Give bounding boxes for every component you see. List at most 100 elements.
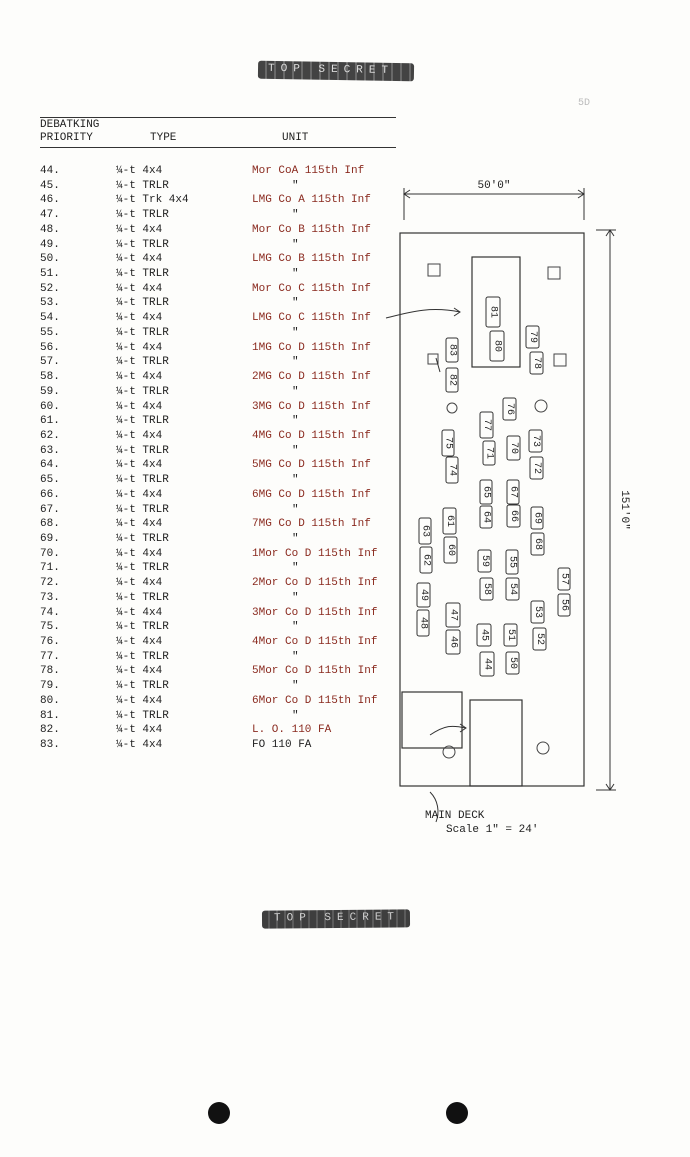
- deck-slot: 82: [445, 367, 459, 393]
- row-unit: ": [292, 650, 299, 663]
- row-priority: 58.: [40, 371, 60, 384]
- deck-slot-box: [530, 506, 544, 530]
- deck-slot-label: 56: [559, 599, 570, 611]
- row-type: ¼-t TRLR: [116, 385, 169, 398]
- row-type: ¼-t TRLR: [116, 326, 169, 339]
- deck-slot-box: [532, 627, 547, 651]
- deck-slot-label: 76: [504, 403, 515, 415]
- row-unit: ": [292, 385, 299, 398]
- deck-slot-box: [477, 549, 492, 573]
- deck-slot: 59: [477, 549, 492, 573]
- deck-slot-label: 75: [443, 437, 454, 449]
- row-type: ¼-t TRLR: [116, 680, 169, 693]
- row-unit: ": [292, 297, 299, 310]
- row-type: ¼-t 4x4: [116, 429, 163, 442]
- row-type: ¼-t 4x4: [116, 636, 163, 649]
- row-type: ¼-t TRLR: [116, 562, 169, 575]
- row-unit: ": [292, 533, 299, 545]
- row-priority: 68.: [40, 518, 60, 531]
- row-type: ¼-t TRLR: [116, 356, 169, 369]
- deck-slot-label: 61: [444, 515, 455, 527]
- deck-slot-label: 59: [479, 555, 490, 567]
- deck-scale: Scale 1" = 24': [446, 824, 539, 836]
- deck-slot-label: 60: [445, 544, 456, 556]
- deck-slot-box: [502, 397, 517, 421]
- deck-slot: 51: [503, 623, 518, 647]
- deck-slot-label: 62: [421, 554, 432, 566]
- row-type: ¼-t 4x4: [116, 400, 163, 413]
- deck-slot-label: 55: [507, 556, 518, 568]
- row-type: ¼-t 4x4: [116, 341, 163, 354]
- row-type: ¼-t Trk 4x4: [116, 194, 189, 207]
- deck-slot-box: [505, 577, 520, 601]
- row-priority: 53.: [40, 297, 60, 310]
- deck-slot-box: [476, 623, 492, 647]
- row-unit: ": [292, 444, 299, 457]
- deck-slot: 68: [530, 532, 545, 556]
- deck-slot: 61: [442, 507, 457, 535]
- deck-slot-box: [416, 609, 430, 637]
- deck-slot-label: 48: [418, 617, 429, 629]
- deck-slot-box: [479, 651, 495, 677]
- row-priority: 81.: [40, 709, 60, 722]
- row-unit: LMG Co A 115th Inf: [252, 194, 371, 207]
- row-type: ¼-t 4x4: [116, 253, 163, 266]
- deck-slot: 73: [528, 429, 543, 453]
- deck-slot: 77: [479, 411, 494, 439]
- deck-slot-box: [445, 629, 461, 655]
- row-type: ¼-t TRLR: [116, 268, 169, 281]
- deck-slot: 66: [506, 504, 521, 528]
- deck-slot-label: 66: [508, 510, 519, 522]
- row-priority: 54.: [40, 312, 60, 325]
- deck-slot-box: [416, 582, 431, 608]
- row-unit: LMG Co B 115th Inf: [252, 253, 371, 266]
- deck-slot: 69: [530, 506, 544, 530]
- row-priority: 55.: [40, 326, 60, 339]
- row-priority: 67.: [40, 503, 60, 516]
- deck-slot-label: 49: [418, 589, 429, 601]
- row-priority: 75.: [40, 621, 60, 634]
- row-priority: 76.: [40, 636, 60, 649]
- deck-slot-box: [482, 440, 496, 466]
- deck-slot-label: 79: [527, 331, 538, 343]
- row-priority: 48.: [40, 223, 60, 236]
- row-unit: 4Mor Co D 115th Inf: [252, 636, 378, 649]
- row-priority: 45.: [40, 179, 60, 192]
- deck-slot-label: 44: [482, 658, 493, 670]
- type-header: TYPE: [150, 132, 177, 144]
- unit-header: UNIT: [282, 132, 309, 144]
- deck-slot: 80: [489, 330, 505, 362]
- row-priority: 60.: [40, 400, 60, 413]
- deck-slot-box: [529, 351, 544, 375]
- deck-slot-label: 68: [532, 538, 543, 550]
- row-type: ¼-t TRLR: [116, 503, 169, 516]
- deck-slot-box: [479, 505, 493, 529]
- row-unit: 6Mor Co D 115th Inf: [252, 694, 378, 707]
- row-type: ¼-t 4x4: [116, 665, 163, 678]
- deck-slot-label: 52: [534, 633, 545, 645]
- row-unit: 7MG Co D 115th Inf: [252, 518, 371, 531]
- row-priority: 74.: [40, 606, 60, 619]
- deck-slot-label: 58: [481, 583, 492, 595]
- deck-slot: 48: [416, 609, 430, 637]
- deck-slot-box: [419, 546, 433, 574]
- row-type: ¼-t TRLR: [116, 415, 169, 428]
- deck-slot: 56: [557, 593, 571, 617]
- deck-fittings: [427, 263, 567, 759]
- row-priority: 61.: [40, 415, 60, 428]
- row-type: ¼-t TRLR: [116, 474, 169, 487]
- row-unit: ": [292, 179, 299, 192]
- row-type: ¼-t 4x4: [116, 223, 163, 236]
- row-type: ¼-t TRLR: [116, 621, 169, 634]
- row-unit: 2Mor Co D 115th Inf: [252, 577, 378, 590]
- deck-slot-label: 50: [507, 657, 518, 669]
- deck-slot-box: [489, 330, 505, 362]
- row-unit: 2MG Co D 115th Inf: [252, 371, 371, 384]
- row-priority: 70.: [40, 547, 60, 560]
- row-priority: 47.: [40, 209, 60, 222]
- punch-hole-left: [208, 1102, 230, 1124]
- row-priority: 50.: [40, 253, 60, 266]
- deck-slot-box: [506, 479, 520, 505]
- deck-slot: 72: [529, 456, 544, 480]
- deck-slot-label: 45: [479, 629, 490, 641]
